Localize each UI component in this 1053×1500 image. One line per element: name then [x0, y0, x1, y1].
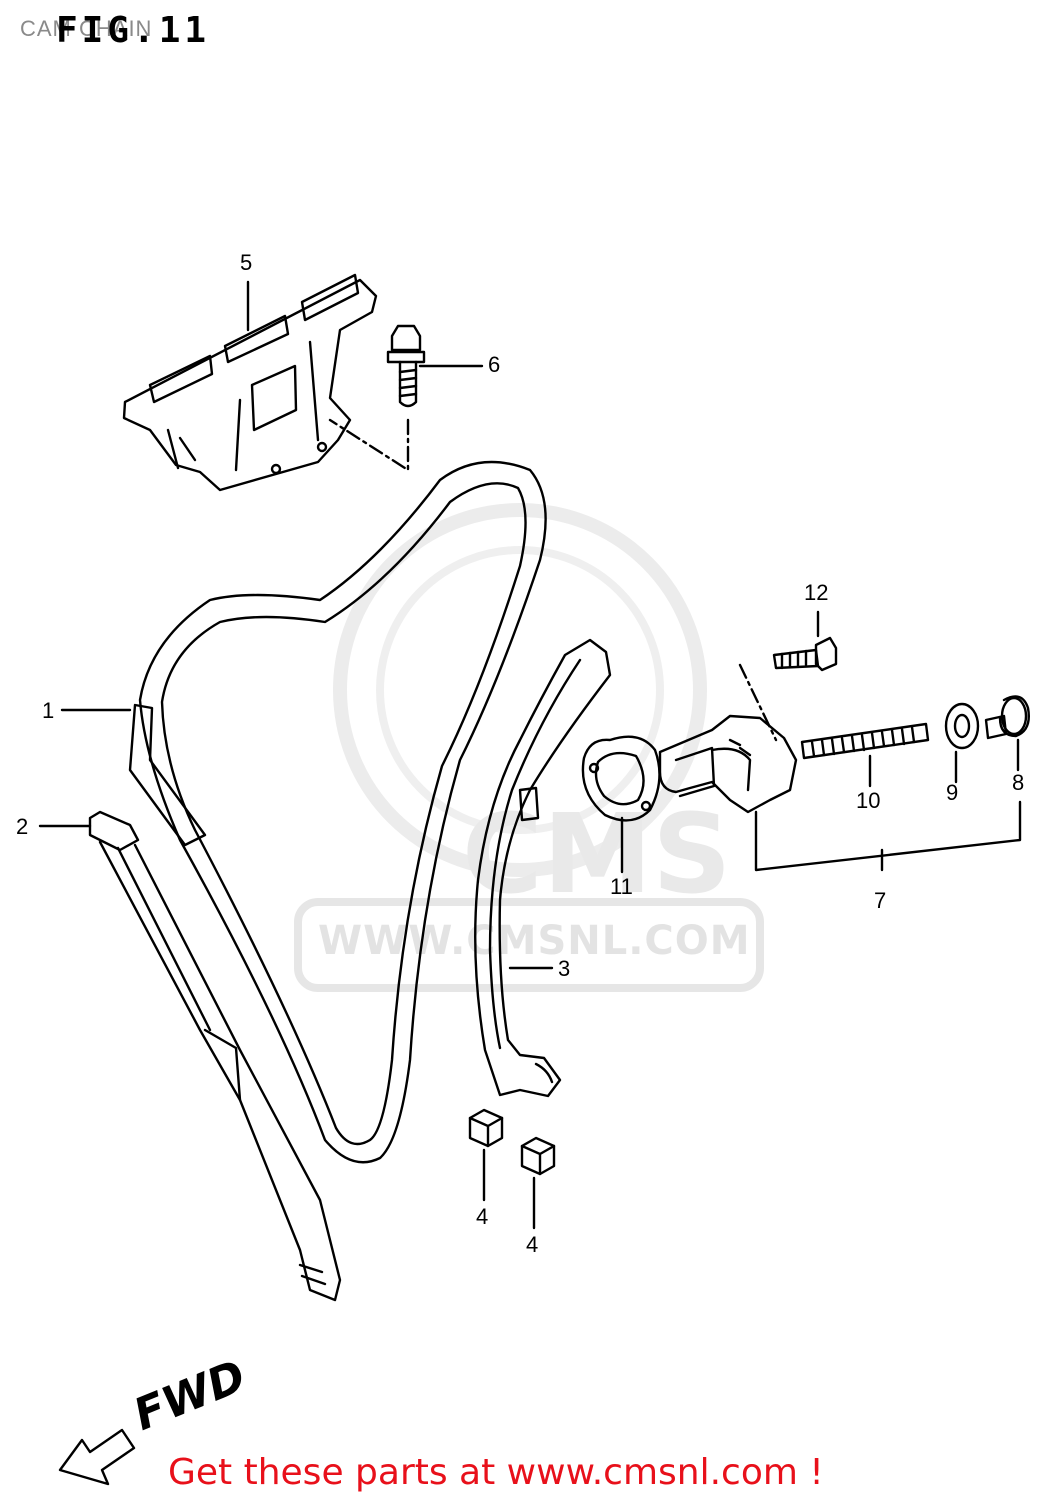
tensioner-assembly	[658, 663, 1022, 872]
callout-9: 9	[946, 780, 959, 805]
callout-4a: 4	[476, 1204, 489, 1229]
leader-lines	[38, 280, 554, 970]
damper-b	[520, 1136, 556, 1230]
cam-chain	[128, 460, 547, 1164]
tensioner-bolt	[772, 610, 838, 672]
lower-chain-guide	[88, 810, 342, 1302]
sealing-washer	[944, 702, 980, 784]
figure-number: FIG.11	[56, 10, 211, 51]
guide-bolt	[328, 324, 426, 472]
tensioner-gasket	[581, 735, 661, 874]
callout-3: 3	[558, 956, 571, 981]
diagram-caption: CAM CHAIN	[20, 16, 153, 41]
callout-12: 12	[804, 580, 829, 605]
damper-a	[468, 1108, 504, 1202]
chain-tensioner-blade	[474, 638, 612, 1098]
tensioner-spring	[800, 722, 930, 788]
forward-arrow	[58, 1428, 136, 1486]
callout-8: 8	[1012, 770, 1025, 795]
callout-1: 1	[42, 698, 55, 723]
callout-7: 7	[874, 888, 887, 913]
callout-2: 2	[16, 814, 29, 839]
callout-10: 10	[856, 788, 881, 813]
watermark-url: WWW.CMSNL.COM	[318, 918, 751, 964]
callout-4b: 4	[526, 1232, 539, 1257]
upper-chain-guide	[122, 273, 378, 492]
callout-11: 11	[610, 874, 633, 899]
callout-6: 6	[488, 352, 501, 377]
callout-5: 5	[240, 250, 253, 275]
footer-link[interactable]: Get these parts at www.cmsnl.com !	[168, 1452, 824, 1493]
tensioner-cap-bolt	[984, 695, 1030, 772]
